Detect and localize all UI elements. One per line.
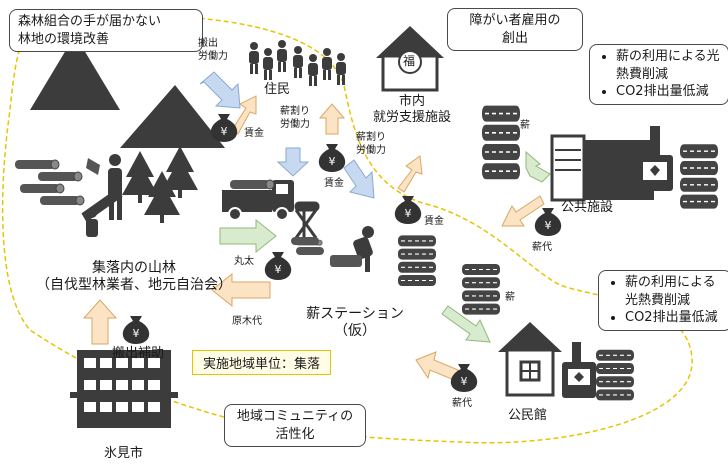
woodpile-hall (595, 349, 635, 401)
village-forest-line1: 集落内の山林 (92, 260, 176, 276)
firewood-labor-1-line2: 労働力 (280, 118, 310, 130)
woodpile-hall-left (461, 263, 501, 316)
community-boundary (1, 14, 693, 444)
label-residents: 住民 (264, 82, 291, 97)
label-wage-station: 賃金 (324, 178, 344, 189)
label-firewood-hall: 薪 (505, 292, 515, 303)
forest-trees (122, 146, 198, 223)
log-truck (222, 179, 294, 221)
community-hall-building (498, 322, 562, 397)
mountain-left (30, 35, 120, 110)
callout-disability-line2: 創出 (501, 30, 528, 46)
transport-labor-line2: 労働力 (198, 50, 228, 62)
callout-public-facility-benefits: 薪の利用による光熱費削減 CO2排出量低減 (589, 44, 728, 105)
sawhorse-icon (294, 201, 320, 239)
arrow-transport-subsidy (82, 299, 118, 345)
arrow-firewood-labor-down (276, 147, 310, 177)
arrow-fee-public (501, 195, 545, 227)
label-firewood-labor-2: 薪割り 労働力 (356, 132, 386, 157)
arrow-firewood-public (525, 150, 551, 183)
callout-disability-line1: 障がい者雇用の (469, 13, 561, 28)
woodpile-welfare (481, 104, 521, 180)
implementation-unit-box: 実施地域単位：集落 (192, 350, 332, 375)
callout-community-activation: 地域コミュニティの 活性化 (224, 404, 366, 448)
village-forest-line2: （自伐型林業者、地元自治会） (36, 276, 232, 293)
moneybag-public (534, 208, 562, 236)
arrow-transport-labor (199, 71, 241, 109)
label-fee-public: 薪代 (532, 242, 552, 253)
public-benefit-co2: CO2排出量低減 (616, 83, 720, 101)
log-stack-forest (14, 159, 85, 206)
activation-line2: 活性化 (275, 426, 315, 442)
chainsaw-worker (81, 187, 123, 237)
public-benefit-cost: 薪の利用による光熱費削減 (616, 48, 720, 83)
label-wage-residents: 賃金 (244, 128, 264, 139)
label-wage-facility: 賃金 (424, 216, 444, 227)
transport-labor-line1: 搬出 (198, 38, 218, 49)
arrow-logs (219, 218, 277, 254)
label-transport-labor: 搬出 労働力 (198, 38, 228, 63)
welfare-facility-building (376, 26, 444, 92)
firewood-station-worker (295, 226, 374, 272)
callout-forest-cooperative-line2: 林地の環境改善 (18, 31, 110, 47)
hall-benefit-cost: 薪の利用による光熱費削減 (625, 274, 723, 309)
label-city: 氷見市 (104, 446, 144, 461)
label-community-hall: 公民館 (508, 408, 548, 423)
welfare-facility-line1: 市内 (398, 94, 426, 109)
firewood-labor-2-line2: 労働力 (356, 144, 386, 156)
woodpile-public (679, 143, 719, 210)
callout-forest-cooperative-line1: 森林組合の手が届かない (18, 14, 162, 29)
city-hall-building (70, 350, 178, 428)
label-logs: 丸太 (234, 256, 254, 267)
mountain-right (120, 85, 225, 148)
label-firewood-public: 薪 (520, 120, 530, 131)
arrow-wage-station (318, 103, 346, 135)
moneybag-timber (264, 252, 292, 280)
moneybag-station (318, 144, 346, 172)
arrow-timber-fee (211, 272, 271, 308)
fuku-symbol: 福 (403, 54, 416, 68)
welfare-facility-line2: 就労支援施設 (372, 109, 452, 125)
firewood-station-line1: 薪ステーション (306, 306, 404, 322)
label-village-forest: 集落内の山林 （自伐型林業者、地元自治会） (36, 260, 232, 294)
moneybag-facility (394, 196, 422, 224)
label-timber-fee: 原木代 (232, 316, 262, 327)
label-welfare-facility: 市内 就労支援施設 (373, 94, 451, 125)
arrow-wage-residents (231, 95, 257, 135)
firewood-labor-2-line1: 薪割り (356, 132, 386, 143)
firewood-station-line2: （仮） (333, 322, 376, 339)
stove-public (637, 126, 673, 191)
callout-disability-employment: 障がい者雇用の 創出 (447, 8, 583, 52)
label-firewood-labor-1: 薪割り 労働力 (280, 106, 310, 131)
moneybag-residents (210, 114, 238, 142)
arrow-firewood-labor-station (343, 159, 375, 199)
arrow-fee-hall (415, 351, 459, 381)
stove-hall (562, 342, 596, 398)
hall-benefit-co2: CO2排出量低減 (625, 309, 723, 327)
moneybag-subsidy (122, 316, 150, 344)
label-fee-hall: 薪代 (452, 398, 472, 409)
label-transport-subsidy: 搬出補助 (112, 346, 165, 361)
callout-community-hall-benefits: 薪の利用による光熱費削減 CO2排出量低減 (598, 270, 728, 331)
arrow-wage-facility (397, 155, 423, 193)
callout-forest-cooperative: 森林組合の手が届かない 林地の環境改善 (9, 9, 203, 53)
arrow-firewood-hall (441, 305, 491, 343)
label-firewood-station: 薪ステーション （仮） (306, 306, 404, 340)
activation-line1: 地域コミュニティの (236, 409, 354, 424)
firewood-labor-1-line1: 薪割り (280, 106, 310, 117)
residents-group (249, 40, 346, 86)
woodpile-station (397, 234, 437, 287)
station-logs (291, 237, 324, 255)
label-public-facility: 公共施設 (561, 200, 614, 215)
